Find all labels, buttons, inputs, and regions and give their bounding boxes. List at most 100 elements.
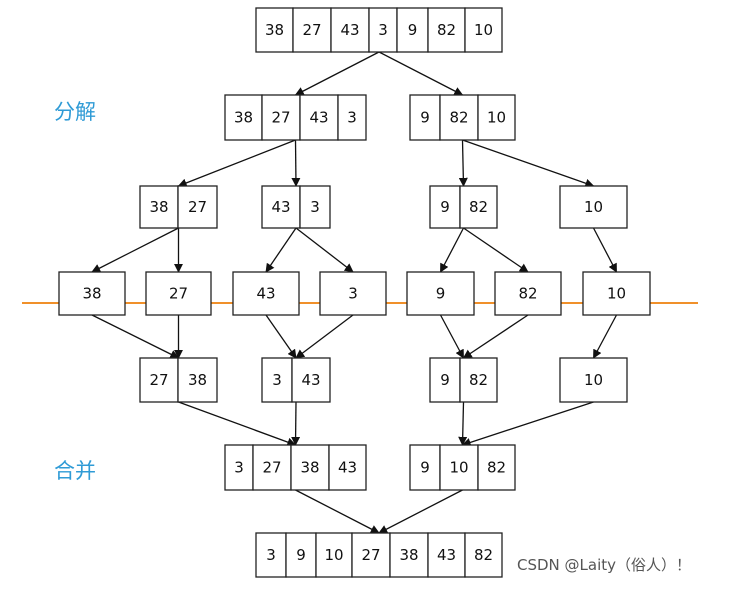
array-cell-value: 27 [361,546,380,564]
arrow-m1a-to-m2a [178,401,297,447]
arrow-s2b-to-l4 [295,227,354,273]
array-box-m1d: 10 [559,357,628,403]
array-cell-value: 10 [487,109,506,127]
arrow-r1-to-s1b [378,51,464,96]
array-cell [58,271,126,316]
array-cell [409,94,441,141]
array-cell-value: 3 [378,21,388,39]
arrow-s2b-to-l3 [265,227,297,273]
array-cell-value: 3 [234,459,244,477]
array-cell-value: 82 [474,546,493,564]
array-cell-value: 43 [340,21,359,39]
array-cell-value: 10 [324,546,343,564]
array-cell-value: 9 [440,371,450,389]
array-cell [477,444,516,491]
array-cell-value: 38 [188,371,207,389]
array-cell [439,444,479,491]
array-cell [559,357,628,403]
array-cell [328,444,367,491]
arrow-s2c-to-l6 [463,227,529,273]
array-cell [464,532,503,578]
watermark-text: CSDN @Laity（俗人）！ [517,556,691,574]
array-cell [177,185,218,229]
arrow-m1d-to-m2b [461,401,594,447]
array-box-m2a: 3 27 38 43 [224,444,367,491]
array-box-s2d: 10 [559,185,628,229]
array-cell-value: 82 [469,371,488,389]
array-cell-value: 43 [271,198,290,216]
array-cell-value: 3 [347,109,357,127]
array-cell [319,271,387,316]
array-cell [494,271,562,316]
arrow-m2b-to-root [378,489,463,534]
arrow-s2c-to-l5 [439,227,465,273]
array-cell-value: 43 [338,459,357,477]
array-cell [389,532,429,578]
array-cell-value: 43 [437,546,456,564]
array-cell-value: 38 [82,285,101,303]
array-cell-value: 3 [348,285,358,303]
arrow-m1b-to-m2a [291,401,301,446]
array-cell-value: 27 [188,198,207,216]
array-box-l7: 10 [582,271,651,316]
array-cell-value: 38 [300,459,319,477]
array-cell [406,271,475,316]
arrow-l7-to-m1d [592,314,618,359]
array-box-l3: 43 [232,271,300,316]
array-cell [368,7,398,53]
array-cell-value: 38 [149,198,168,216]
array-box-l1: 38 [58,271,126,316]
array-cell [464,7,503,53]
array-cell [315,532,353,578]
array-cell-value: 43 [301,371,320,389]
array-cell [396,7,429,53]
array-cell-value: 82 [518,285,537,303]
array-cell-value: 27 [302,21,321,39]
array-cell-value: 9 [436,285,446,303]
array-cell-value: 38 [265,21,284,39]
array-cell-value: 9 [296,546,306,564]
array-cell [351,532,391,578]
array-cell-value: 10 [449,459,468,477]
arrow-s2a-to-l1 [91,227,179,273]
arrow-r1-to-s1a [294,51,380,96]
array-box-m1b: 3 43 [261,357,331,403]
array-cell-value: 43 [309,109,328,127]
arrow-l1-to-m1a [91,314,180,359]
array-cell [330,7,370,53]
array-cell [261,185,301,229]
array-cell [477,94,516,141]
array-cell-value: 82 [487,459,506,477]
arrow-m2a-to-root [295,489,380,534]
array-cell [232,271,300,316]
array-cell-value: 3 [272,371,282,389]
array-cell-value: 10 [474,21,493,39]
array-cell-value: 3 [266,546,276,564]
array-box-l4: 3 [319,271,387,316]
array-cell-value: 10 [584,198,603,216]
array-cell [139,185,179,229]
array-cell [459,357,498,403]
array-cell-value: 27 [262,459,281,477]
arrow-l3-to-m1b [265,314,297,359]
array-cell [224,94,263,141]
split-phase-label: 分解 [54,100,96,124]
array-cell [582,271,651,316]
array-cell [299,94,339,141]
array-cell [139,357,179,403]
array-box-s2a: 38 27 [139,185,218,229]
array-cell-value: 27 [271,109,290,127]
array-box-root: 3 9 10 27 38 43 82 [255,532,503,578]
array-cell-value: 38 [399,546,418,564]
array-cell [255,532,287,578]
merge-phase-label: 合并 [54,459,96,483]
arrow-l5-to-m1c [439,314,465,359]
array-cell-value: 27 [169,285,188,303]
